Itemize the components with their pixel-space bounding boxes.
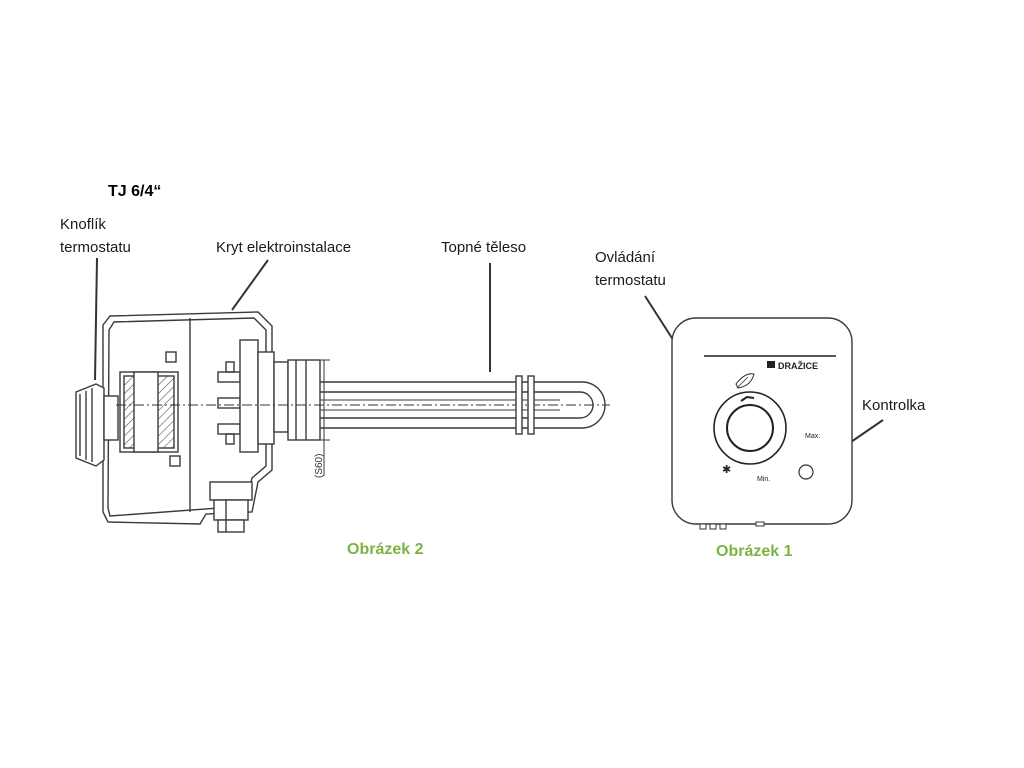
panel-connector-2 bbox=[709, 523, 717, 530]
caption-figure-1: Obrázek 1 bbox=[716, 543, 793, 560]
diagram-title: TJ 6/4“ bbox=[108, 183, 162, 200]
fitting-top bbox=[165, 351, 177, 363]
label-thermostat-knob: Knoflík termostatu bbox=[60, 213, 131, 259]
terminal-2 bbox=[217, 397, 241, 409]
dimension-label: (S60) bbox=[314, 454, 325, 478]
eco-leaf-vein bbox=[736, 376, 749, 389]
indicator-lamp bbox=[798, 464, 814, 480]
brand-logo-icon bbox=[767, 361, 775, 368]
rod-spacer-2 bbox=[527, 375, 535, 435]
thermostat-dial-inner bbox=[726, 404, 774, 452]
label-thermostat-knob-line2: termostatu bbox=[60, 239, 131, 256]
dial-max-label: Max. bbox=[805, 433, 820, 440]
thermostat-core bbox=[133, 371, 159, 453]
knob-shaft-collar bbox=[103, 395, 119, 441]
panel-connector-3 bbox=[719, 523, 727, 530]
figure-2-drawing bbox=[75, 311, 330, 533]
label-thermostat-control-line2: termostatu bbox=[595, 272, 666, 289]
label-electrical-cover: Kryt elektroinstalace bbox=[216, 239, 352, 256]
panel-connector-1 bbox=[699, 523, 707, 530]
figure-1-panel: DRAŽICE Max. Min. ✱ bbox=[671, 317, 853, 530]
terminals bbox=[217, 361, 241, 445]
frost-snowflake-icon: ✱ bbox=[722, 464, 731, 476]
label-indicator-light: Kontrolka bbox=[862, 397, 926, 414]
rod-outer bbox=[320, 381, 606, 429]
label-thermostat-knob-line1: Knoflík bbox=[60, 216, 106, 233]
panel-connector-4 bbox=[755, 521, 765, 527]
terminal-nut-1 bbox=[225, 361, 235, 373]
fitting-bottom bbox=[169, 455, 181, 467]
housing-inner bbox=[107, 317, 267, 517]
dial-pointer bbox=[740, 395, 755, 402]
label-thermostat-control: Ovládání termostatu bbox=[595, 246, 666, 292]
terminal-nut-3 bbox=[225, 433, 235, 445]
label-heating-element: Topné těleso bbox=[441, 239, 527, 256]
label-thermostat-control-line1: Ovládání bbox=[595, 249, 656, 266]
brand-name: DRAŽICE bbox=[778, 360, 818, 371]
cable-gland-mid bbox=[213, 499, 249, 521]
leader-cover bbox=[231, 259, 269, 311]
cable-gland-top bbox=[209, 481, 253, 501]
terminal-3 bbox=[217, 423, 241, 435]
threaded-head bbox=[287, 359, 321, 441]
flange-plate bbox=[239, 339, 259, 453]
terminal-1 bbox=[217, 371, 241, 383]
rod-spacer-1 bbox=[515, 375, 523, 435]
heating-rod bbox=[320, 375, 606, 435]
housing-outline bbox=[102, 311, 273, 525]
flange-ring bbox=[257, 351, 275, 445]
flange-neck bbox=[273, 361, 289, 433]
caption-figure-2: Obrázek 2 bbox=[347, 541, 424, 558]
rod-inner bbox=[320, 391, 594, 419]
leader-knob bbox=[94, 257, 98, 381]
cable-gland-bottom bbox=[217, 519, 245, 533]
knob-body bbox=[75, 383, 105, 467]
dial-min-label: Min. bbox=[757, 476, 770, 483]
